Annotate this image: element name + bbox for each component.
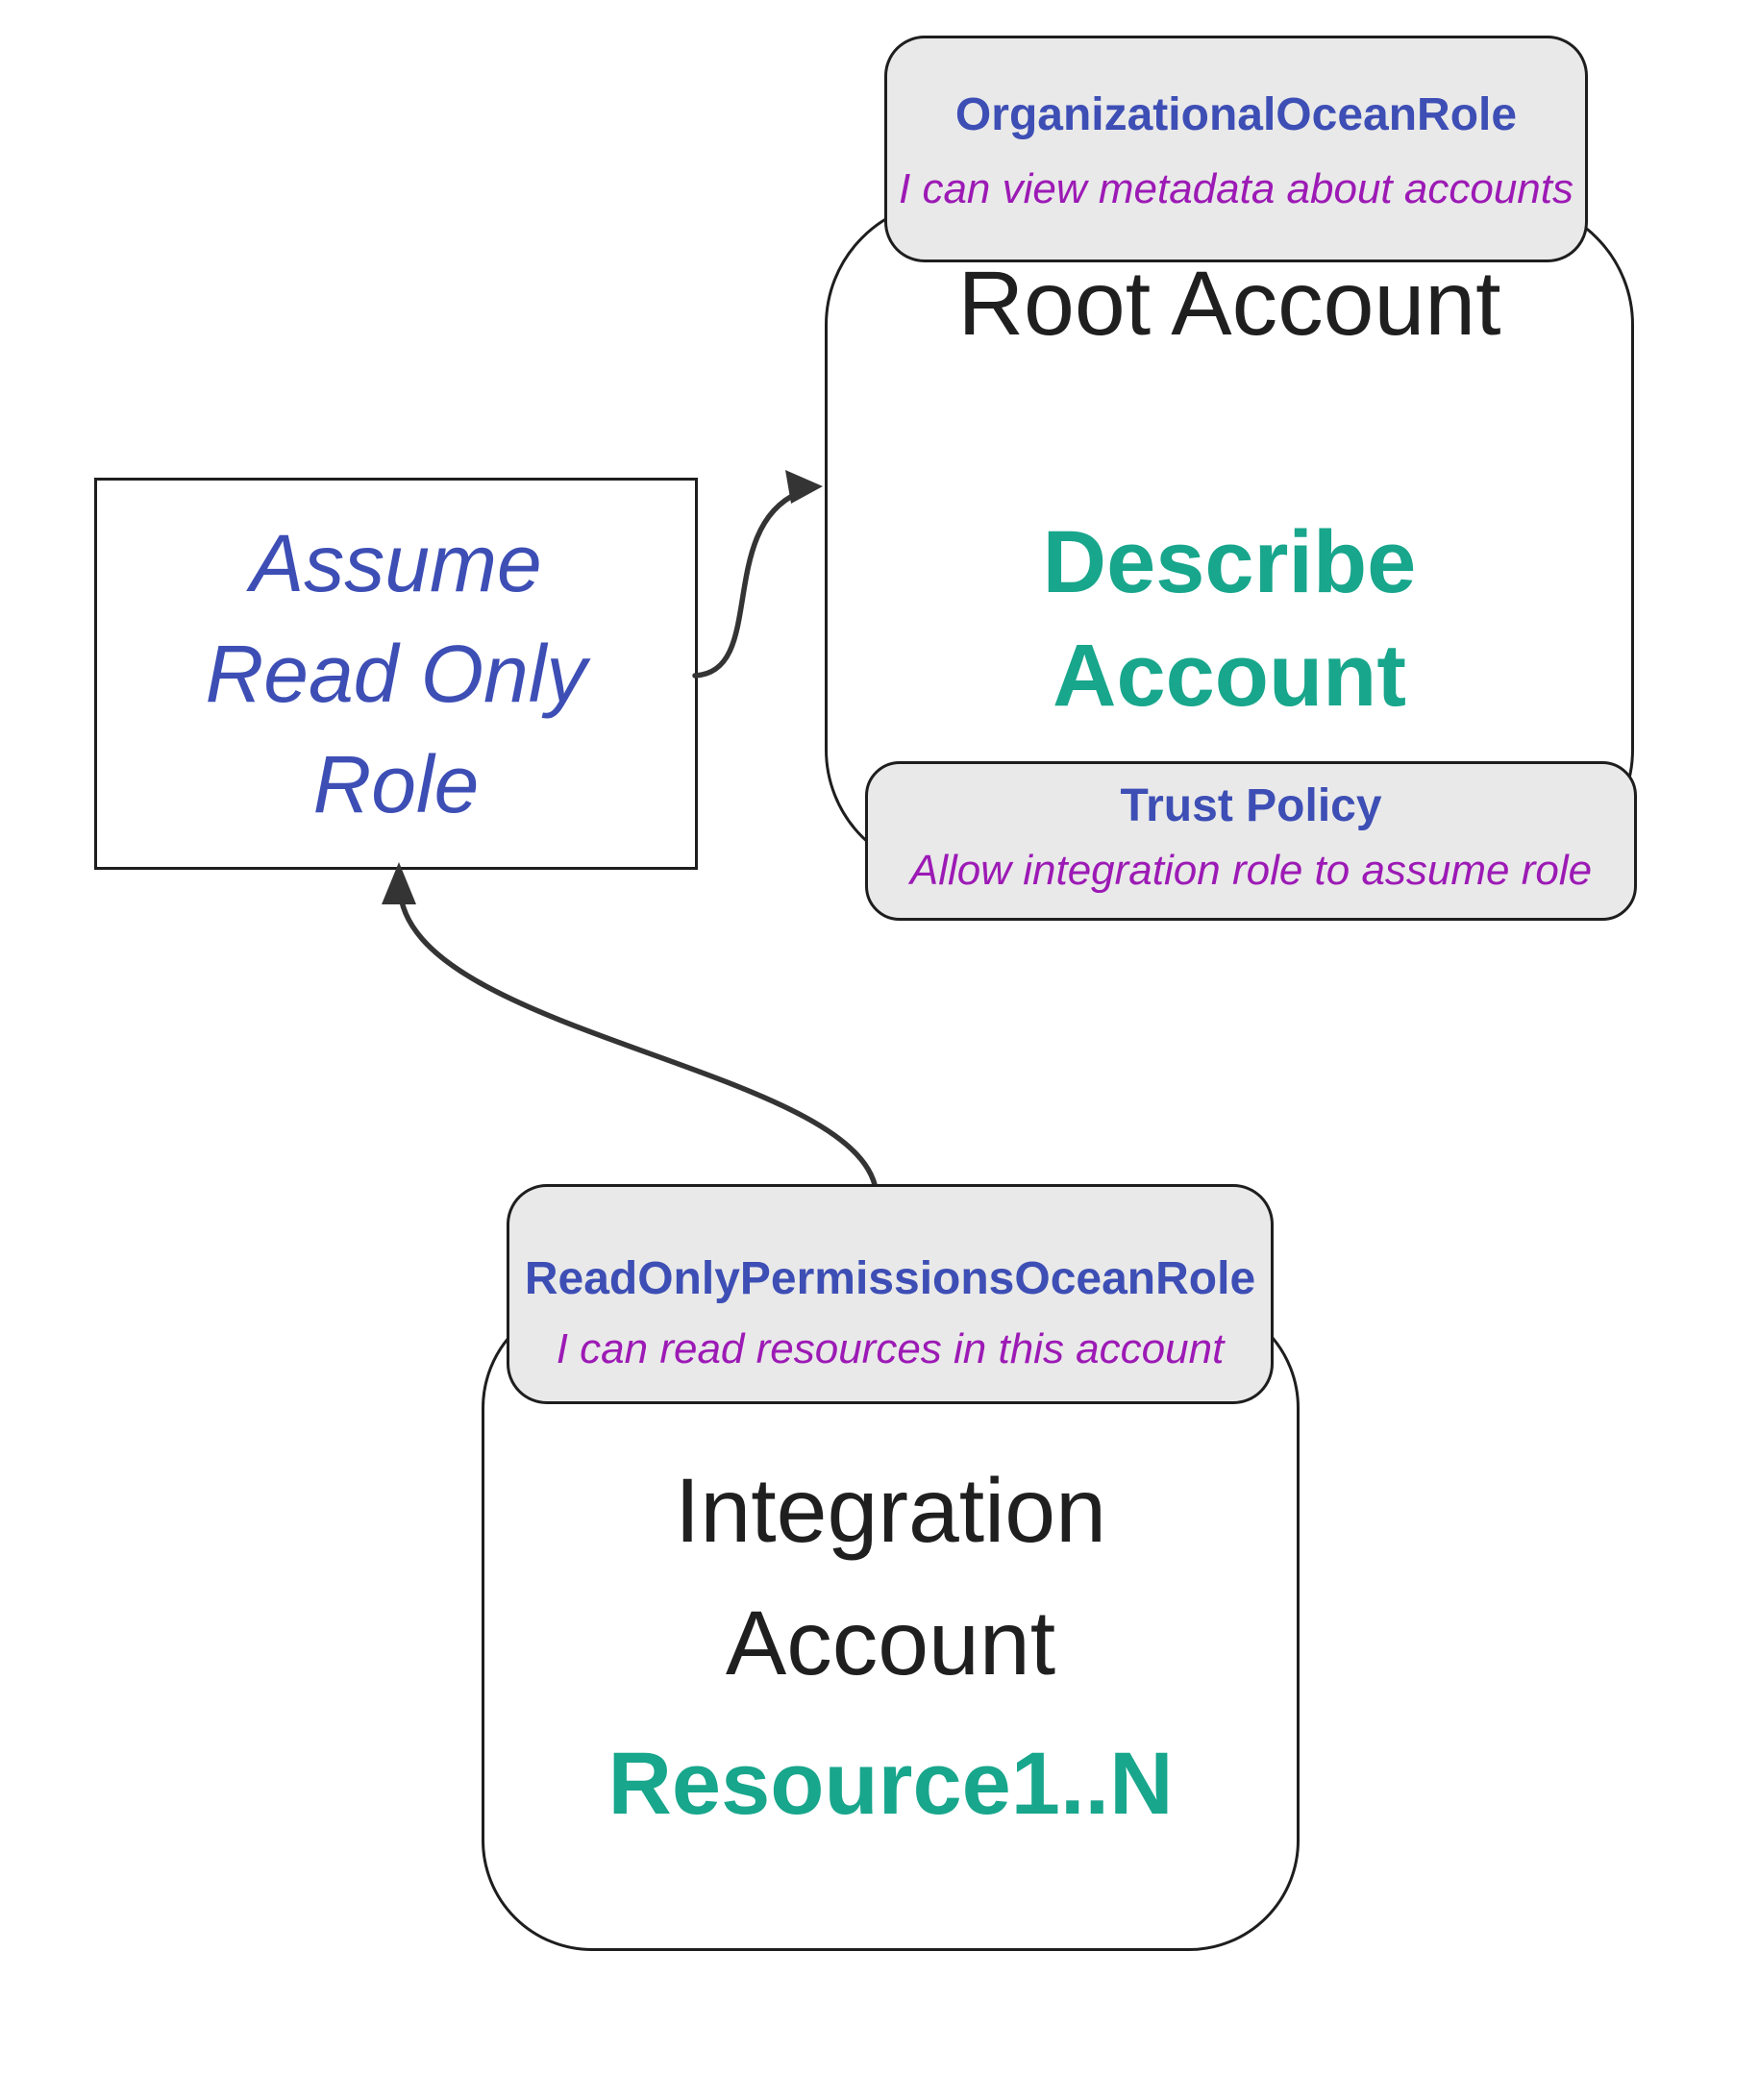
integration-account-title: Integration Account Resource1..N: [484, 1445, 1297, 1850]
readonly-permissions-ocean-role-subtitle: I can read resources in this account: [556, 1325, 1225, 1372]
trust-policy-badge: Trust Policy Allow integration role to a…: [865, 761, 1637, 921]
describe-account-action: Describe Account: [828, 506, 1631, 732]
arrow-assume-to-root: [692, 470, 823, 679]
integration-title-line: Account: [725, 1593, 1056, 1694]
arrow-readonly-to-assume: [382, 862, 880, 1199]
trust-policy-title: Trust Policy: [1120, 780, 1382, 831]
describe-account-line: Account: [1053, 627, 1406, 725]
assume-read-only-role-box: Assume Read Only Role: [94, 478, 698, 870]
integration-account-box: Integration Account Resource1..N: [482, 1297, 1300, 1951]
organizational-ocean-role-badge: OrganizationalOceanRole I can view metad…: [884, 36, 1588, 262]
readonly-permissions-ocean-role-badge: ReadOnlyPermissionsOceanRole I can read …: [507, 1184, 1274, 1404]
assume-box-line: Role: [312, 738, 480, 829]
integration-title-line: Integration: [675, 1460, 1106, 1562]
root-account-title: Root Account: [957, 253, 1501, 355]
assume-box-line: Read Only: [205, 628, 587, 719]
organizational-ocean-role-title: OrganizationalOceanRole: [954, 89, 1518, 140]
trust-policy-subtitle: Allow integration role to assume role: [909, 847, 1593, 894]
readonly-permissions-ocean-role-title: ReadOnlyPermissionsOceanRole: [524, 1253, 1256, 1304]
arrowhead-right-icon: [785, 470, 823, 504]
assume-box-line: Assume: [250, 517, 542, 608]
describe-account-line: Describe: [1042, 513, 1417, 611]
organizational-ocean-role-subtitle: I can view metadata about accounts: [899, 165, 1573, 212]
resource-range-label: Resource1..N: [607, 1735, 1174, 1833]
